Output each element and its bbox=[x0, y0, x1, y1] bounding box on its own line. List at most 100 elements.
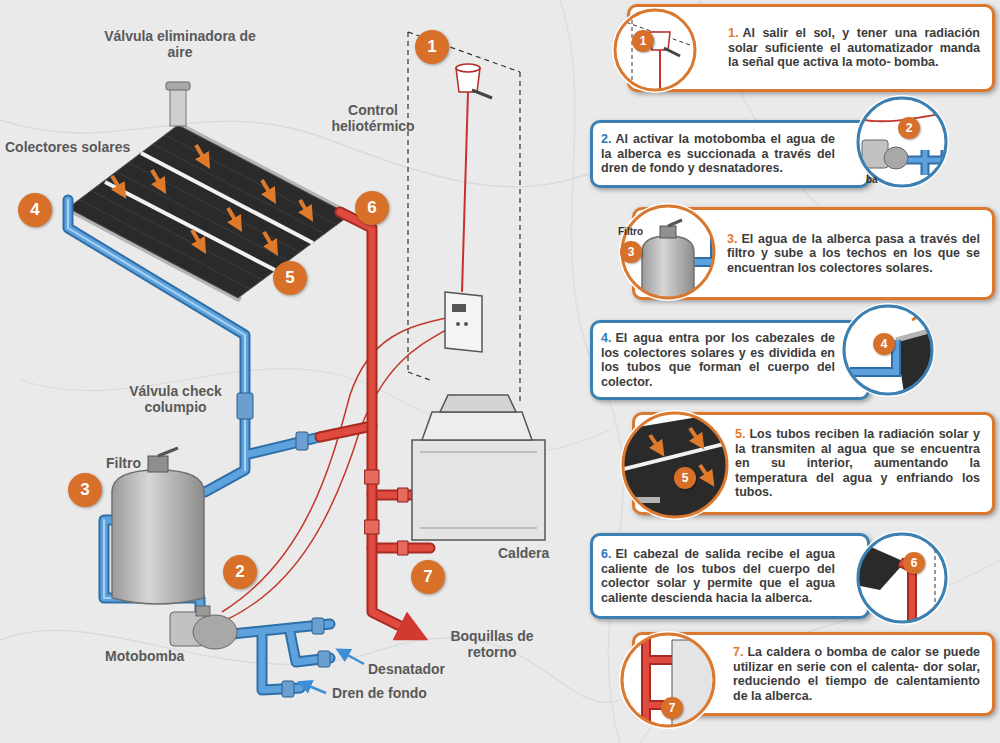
pump bbox=[193, 615, 237, 649]
sun-arrows bbox=[264, 232, 274, 249]
step-number: 4. bbox=[601, 331, 611, 345]
sun-arrows bbox=[152, 170, 162, 187]
inset-inlet bbox=[896, 328, 940, 340]
hot-pipe bbox=[398, 488, 408, 502]
part-label: Caldera bbox=[498, 545, 549, 561]
inset-outlet bbox=[855, 540, 905, 590]
filter-tank bbox=[112, 470, 204, 604]
inset-sensor bbox=[620, 20, 690, 100]
valves bbox=[318, 651, 330, 667]
heater bbox=[412, 440, 545, 540]
solar-sensor bbox=[456, 64, 492, 98]
control-box bbox=[445, 292, 482, 352]
step-number: 1. bbox=[728, 26, 738, 40]
callout-number: 3 bbox=[620, 241, 642, 263]
control-box bbox=[464, 322, 468, 326]
solar-collector bbox=[68, 82, 350, 298]
step-number: 3. bbox=[727, 232, 737, 246]
part-label: Motobomba bbox=[105, 648, 184, 664]
inset-pump bbox=[855, 112, 950, 175]
callout-number: 5 bbox=[674, 467, 696, 489]
inset-pump bbox=[855, 95, 950, 189]
inset-filter bbox=[668, 220, 682, 226]
cold-pipe bbox=[68, 200, 330, 690]
filter-tank bbox=[148, 456, 168, 472]
marble-background bbox=[0, 120, 600, 187]
sun-arrows bbox=[192, 230, 202, 247]
cold-pipe bbox=[68, 200, 330, 690]
step-number: 5. bbox=[735, 427, 745, 441]
sun-arrows bbox=[228, 208, 238, 225]
sun-arrows bbox=[262, 180, 272, 197]
inset-outlet bbox=[855, 531, 949, 625]
callout-number: 4 bbox=[873, 333, 895, 355]
inset-heater bbox=[619, 630, 720, 730]
part-label: Filtro bbox=[618, 226, 643, 237]
callout-number: 7 bbox=[411, 560, 445, 594]
pump bbox=[170, 606, 237, 649]
step-text: 3.El agua de la alberca pasa a través de… bbox=[727, 232, 980, 276]
sun-arrows bbox=[300, 200, 309, 215]
inset-tubes bbox=[620, 410, 740, 520]
part-label: Filtro bbox=[106, 455, 141, 471]
step-box: 6.El cabezal de salida recibe el agua ca… bbox=[590, 533, 870, 619]
inset-inlet bbox=[844, 306, 932, 394]
inset-pump bbox=[884, 147, 908, 169]
callout-number: 6 bbox=[903, 552, 925, 574]
callout-number: 1 bbox=[415, 30, 449, 64]
callout-number: 2 bbox=[898, 117, 920, 139]
heater bbox=[420, 452, 537, 528]
control-box bbox=[456, 322, 460, 326]
inset-pump bbox=[858, 98, 946, 186]
solar-sensor bbox=[472, 90, 492, 98]
valves bbox=[282, 681, 294, 697]
step-text: 1.Al salir el sol, y tener una radiación… bbox=[728, 26, 980, 70]
callout-number: 4 bbox=[18, 193, 52, 227]
step-description: Al activar la motobomba el agua de la al… bbox=[601, 132, 835, 175]
inset-inlet bbox=[841, 303, 940, 400]
callout-number: 1 bbox=[632, 30, 654, 52]
step-number: 7. bbox=[733, 645, 743, 659]
sun-arrows bbox=[112, 176, 122, 192]
inset-tubes bbox=[700, 465, 710, 480]
part-label: Dren de fondo bbox=[332, 685, 427, 701]
inset-inlet bbox=[896, 328, 940, 400]
step-text: 5.Los tubos reciben la radiación solar y… bbox=[735, 427, 980, 500]
inset-filter bbox=[619, 203, 717, 330]
step-text: 2.Al activar la motobomba el agua de la … bbox=[601, 132, 835, 176]
pump bbox=[196, 606, 210, 616]
control-outline bbox=[408, 32, 520, 402]
hot-pipe bbox=[340, 212, 404, 628]
step-text: 7.La caldera o bomba de calor se puede u… bbox=[733, 645, 980, 703]
hot-pipe bbox=[365, 520, 379, 534]
control-box bbox=[445, 292, 482, 352]
step-box: 2.Al activar la motobomba el agua de la … bbox=[590, 120, 870, 188]
inset-sensor bbox=[620, 20, 690, 100]
solar-sensor bbox=[456, 64, 480, 72]
inset-outlet bbox=[858, 534, 946, 622]
part-label: Colectores solares bbox=[5, 139, 130, 155]
heater bbox=[422, 412, 532, 440]
inset-tubes bbox=[628, 497, 660, 503]
valves bbox=[296, 432, 308, 450]
control-outline bbox=[408, 32, 520, 402]
filter-tank bbox=[158, 448, 178, 456]
inset-tubes bbox=[620, 410, 740, 520]
sensor-wire bbox=[462, 92, 468, 292]
valves bbox=[237, 393, 253, 419]
part-label: Boquillas de retorno bbox=[432, 628, 552, 660]
hot-pipe bbox=[365, 470, 379, 484]
step-box: 4.El agua entra por los cabezales de los… bbox=[590, 320, 870, 400]
control-box bbox=[452, 304, 466, 312]
inset-tubes bbox=[690, 428, 700, 443]
inset-pump bbox=[855, 95, 949, 189]
cold-pipe bbox=[68, 200, 330, 690]
step-number: 2. bbox=[601, 132, 611, 146]
heater bbox=[412, 395, 545, 540]
inset-sensor bbox=[612, 7, 698, 100]
part-label: ba bbox=[866, 174, 878, 185]
inset-sensor bbox=[664, 48, 680, 56]
inset-tubes bbox=[650, 435, 660, 450]
hot-pipe bbox=[398, 541, 408, 555]
